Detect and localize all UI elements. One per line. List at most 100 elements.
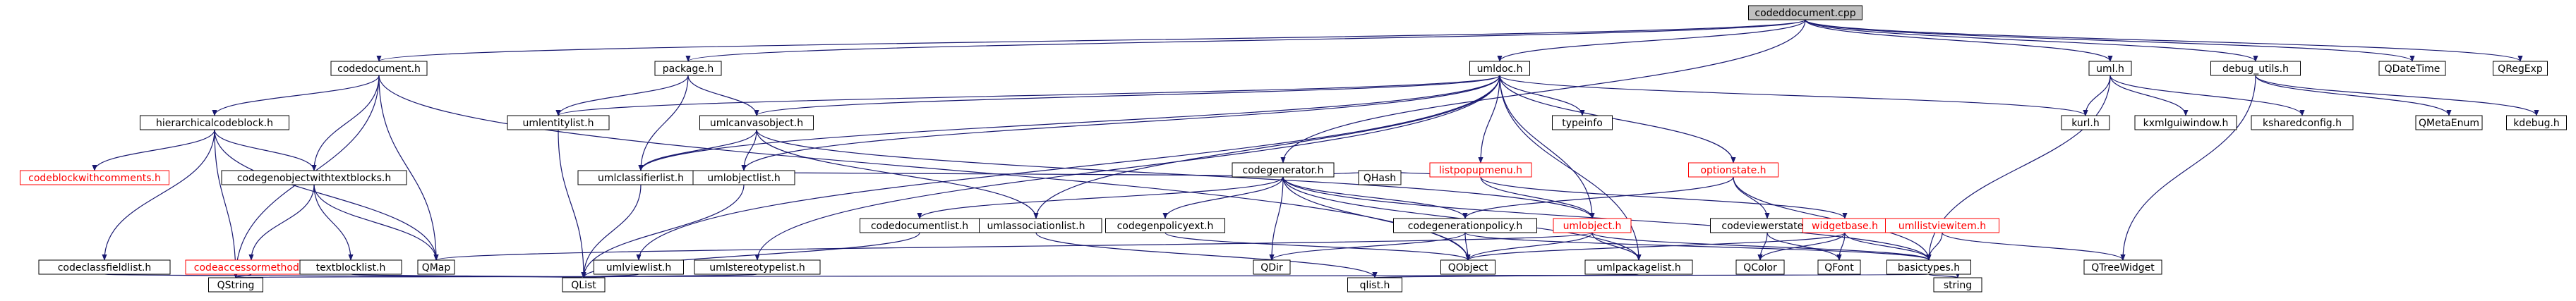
node-umlclassifierlist-h[interactable]: umlclassifierlist.h xyxy=(577,170,704,185)
node-kdebug-h[interactable]: kdebug.h xyxy=(2506,115,2567,130)
node-kurl-h[interactable]: kurl.h xyxy=(2061,115,2110,130)
node-umlentitylist-h[interactable]: umlentitylist.h xyxy=(507,115,610,130)
node-label: codeddocument.cpp xyxy=(1755,8,1855,19)
node-umlviewlist-h[interactable]: umlviewlist.h xyxy=(594,259,684,275)
edge-debug-utils-h-to-qmetaenum xyxy=(2255,75,2452,116)
nodes-layer: codeddocument.cpp codedocument.h package.h… xyxy=(20,5,2567,293)
edge-umlpackagelist-h-to-qlist-h xyxy=(1373,271,1639,278)
node-qfont[interactable]: QFont xyxy=(1817,259,1861,275)
node-codegenerationpolicy-h[interactable]: codegenerationpolicy.h xyxy=(1393,218,1537,233)
edge-codegenerator-h-to-qobject xyxy=(1282,176,1471,261)
node-package-h[interactable]: package.h xyxy=(654,61,722,76)
node-qstring[interactable]: QString xyxy=(208,277,263,293)
edge-codeddocument-cpp-to-umldoc-h xyxy=(1497,19,1806,62)
node-codeaccessormethod-h[interactable]: codeaccessormethod.h xyxy=(185,259,318,275)
node-basictypes-h[interactable]: basictypes.h xyxy=(1886,259,1971,275)
node-label: package.h xyxy=(663,63,714,75)
node-qdatetime[interactable]: QDateTime xyxy=(2378,61,2446,76)
node-umlobject-h[interactable]: umlobject.h xyxy=(1553,218,1632,233)
node-string[interactable]: string xyxy=(1933,277,1982,293)
node-qobject[interactable]: QObject xyxy=(1440,259,1495,275)
edge-umldoc-h-to-umlobjectlist-h xyxy=(741,75,1500,171)
node-box xyxy=(1469,61,1530,76)
edge-umllistviewitem-h-to-basictypes-h xyxy=(1926,232,1943,261)
node-umlobjectlist-h[interactable]: umlobjectlist.h xyxy=(692,170,795,185)
node-label: codeblockwithcomments.h xyxy=(28,173,161,184)
node-codeddocument-cpp[interactable]: codeddocument.cpp xyxy=(1748,5,1862,20)
edge-hierarchicalcodeblock-h-to-codeblockwithcomments-h xyxy=(92,129,215,171)
node-codeblockwithcomments-h[interactable]: codeblockwithcomments.h xyxy=(20,170,169,185)
node-qmetaenum[interactable]: QMetaEnum xyxy=(2415,115,2483,130)
node-codegenerator-h[interactable]: codegenerator.h xyxy=(1232,162,1335,178)
node-codegenobjectwithtextblocks-h[interactable]: codegenobjectwithtextblocks.h xyxy=(221,170,407,185)
node-label: ksharedconfig.h xyxy=(2263,118,2342,129)
edge-listpopupmenu-h-to-widgetbase-h xyxy=(1480,176,1848,219)
edge-widgetbase-h-to-qobject xyxy=(1465,232,1846,261)
node-label: codegenerationpolicy.h xyxy=(1408,221,1522,232)
edge-debug-utils-h-to-kdebug-h xyxy=(2255,75,2539,116)
node-qhash[interactable]: QHash xyxy=(1358,170,1402,185)
node-qregexp[interactable]: QRegExp xyxy=(2493,61,2548,76)
node-typeinfo[interactable]: typeinfo xyxy=(1552,115,1613,130)
node-label: umlclassifierlist.h xyxy=(598,173,684,184)
edge-umldoc-h-to-umlassociationlist-h xyxy=(1033,75,1500,219)
node-box xyxy=(1553,218,1632,233)
node-box xyxy=(2134,115,2237,130)
node-label: QString xyxy=(217,280,255,291)
node-widgetbase-h[interactable]: widgetbase.h xyxy=(1802,218,1887,233)
node-ksharedconfig-h[interactable]: ksharedconfig.h xyxy=(2251,115,2354,130)
node-label: debug_utils.h xyxy=(2222,63,2289,75)
node-codegenpolicyext-h[interactable]: codegenpolicyext.h xyxy=(1105,218,1225,233)
node-codeclassfieldlist-h[interactable]: codeclassfieldlist.h xyxy=(38,259,171,275)
node-label: umlentitylist.h xyxy=(523,118,594,129)
edge-widgetbase-h-to-qfont xyxy=(1836,232,1846,261)
edge-codeddocument-cpp-to-codegenerator-h xyxy=(1280,19,1806,164)
edge-hierarchicalcodeblock-h-to-codegenobjectwithtextblocks-h xyxy=(214,129,317,171)
edge-debug-utils-h-to-qtreewidget xyxy=(2120,75,2256,261)
node-uml-h[interactable]: uml.h xyxy=(2088,61,2132,76)
node-umllistviewitem-h[interactable]: umllistviewitem.h xyxy=(1885,218,1999,233)
node-label: QObject xyxy=(1448,262,1488,274)
node-debug-utils-h[interactable]: debug_utils.h xyxy=(2210,61,2301,76)
edge-codegenobjectwithtextblocks-h-to-textblocklist-h xyxy=(313,184,354,261)
node-umlassociationlist-h[interactable]: umlassociationlist.h xyxy=(970,218,1102,233)
node-qcolor[interactable]: QColor xyxy=(1735,259,1785,275)
node-label: QMetaEnum xyxy=(2419,118,2479,129)
node-qdir[interactable]: QDir xyxy=(1253,259,1291,275)
edge-umlobject-h-to-qobject xyxy=(1465,232,1593,261)
edge-codegenerator-h-to-codegenpolicyext-h xyxy=(1162,176,1284,219)
node-umldoc-h[interactable]: umldoc.h xyxy=(1469,61,1530,76)
node-qlist-h[interactable]: qlist.h xyxy=(1347,277,1402,293)
node-umlstereotypelist-h[interactable]: umlstereotypelist.h xyxy=(694,259,821,275)
node-qtreewidget[interactable]: QTreeWidget xyxy=(2083,259,2162,275)
node-textblocklist-h[interactable]: textblocklist.h xyxy=(299,259,402,275)
node-umlcanvasobject-h[interactable]: umlcanvasobject.h xyxy=(699,115,814,130)
node-qlist[interactable]: QList xyxy=(562,277,606,293)
node-box xyxy=(1440,259,1495,275)
node-codedocument-h[interactable]: codedocument.h xyxy=(330,61,428,76)
node-listpopupmenu-h[interactable]: listpopupmenu.h xyxy=(1429,162,1532,178)
node-kxmlguiwindow-h[interactable]: kxmlguiwindow.h xyxy=(2134,115,2237,130)
edge-uml-h-to-kxmlguiwindow-h xyxy=(2109,75,2189,116)
node-umlpackagelist-h[interactable]: umlpackagelist.h xyxy=(1584,259,1693,275)
node-label: codedocument.h xyxy=(337,63,421,75)
node-codeviewerstate-h[interactable]: codeviewerstate.h xyxy=(1710,218,1824,233)
edge-hierarchicalcodeblock-h-to-qmap xyxy=(214,129,439,261)
node-label: QTreeWidget xyxy=(2091,262,2155,274)
node-hierarchicalcodeblock-h[interactable]: hierarchicalcodeblock.h xyxy=(140,115,289,130)
edge-codedocument-h-to-hierarchicalcodeblock-h xyxy=(212,75,380,116)
node-codedocumentlist-h[interactable]: codedocumentlist.h xyxy=(860,218,980,233)
node-optionstate-h[interactable]: optionstate.h xyxy=(1688,162,1778,178)
edge-umlstereotypelist-h-to-qlist xyxy=(582,271,758,278)
edge-umllistviewitem-h-to-qtreewidget xyxy=(1942,232,2126,261)
edge-umldoc-h-to-listpopupmenu-h xyxy=(1478,75,1500,164)
node-label: umldoc.h xyxy=(1477,63,1523,75)
node-label: codeclassfieldlist.h xyxy=(58,262,152,274)
node-label: QMap xyxy=(422,262,451,274)
edge-hierarchicalcodeblock-h-to-codeclassfieldlist-h xyxy=(102,129,215,261)
node-qmap[interactable]: QMap xyxy=(417,259,455,275)
node-label: kxmlguiwindow.h xyxy=(2143,118,2229,129)
edge-umlobject-h-to-basictypes-h xyxy=(1591,232,1932,261)
edge-uml-h-to-kurl-h xyxy=(2083,75,2111,116)
node-box xyxy=(1358,170,1402,185)
